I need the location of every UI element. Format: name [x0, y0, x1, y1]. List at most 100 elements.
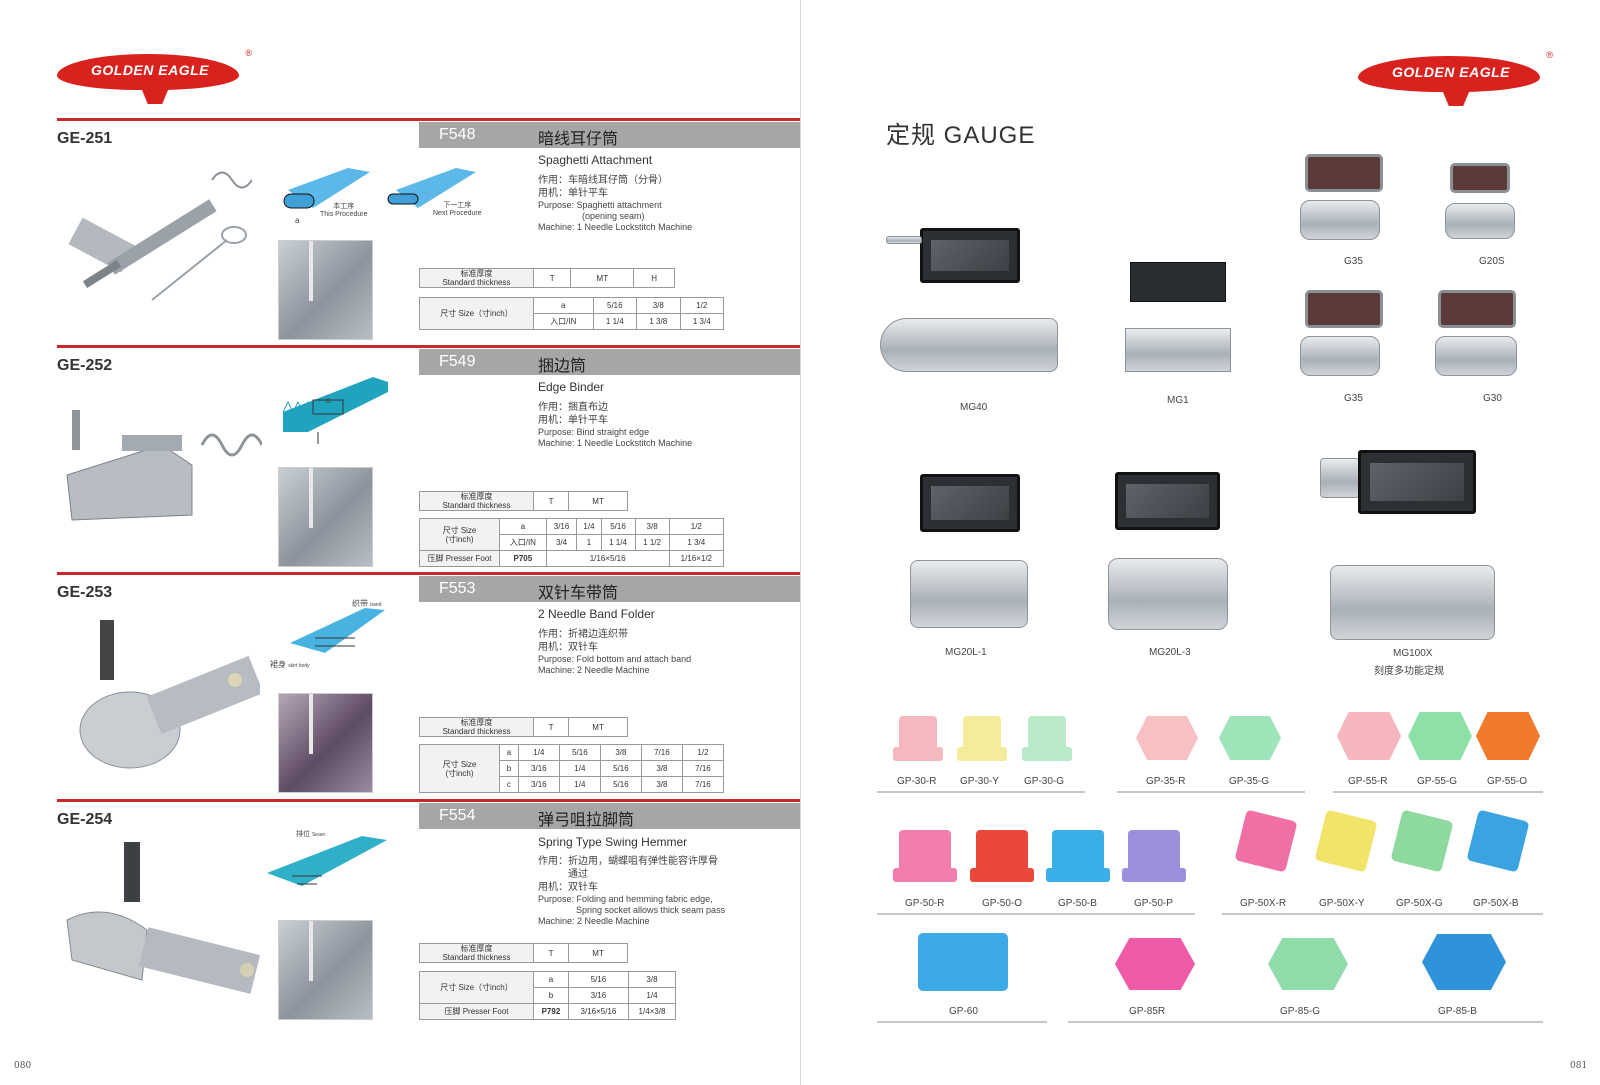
thickness-col: MT — [570, 268, 635, 288]
desc-line: 用机：单针平车 — [538, 188, 608, 199]
purpose-text: Purpose: Spaghetti attachment — [538, 200, 662, 210]
presser-foot-value: 1/16×1/2 — [668, 550, 725, 567]
size-key: a — [499, 744, 519, 761]
gp-55-r-tab — [1337, 712, 1401, 760]
binding-diagram — [282, 377, 388, 444]
sewing-photo — [278, 693, 373, 793]
gp-30-y-tab — [957, 716, 1007, 761]
product-description: 作用：折裙边连织带 用机：双针车 Purpose: Fold bottom an… — [538, 628, 691, 676]
gauge-label: G35 — [1344, 256, 1363, 267]
mg1-body — [1125, 328, 1231, 372]
thickness-col: T — [532, 268, 572, 288]
thickness-col: T — [532, 943, 570, 963]
presser-foot-value: 1/4×3/8 — [627, 1003, 677, 1020]
size-value: 1 1/4 — [592, 313, 638, 330]
size-label-cn: 尺寸 Size — [442, 525, 477, 535]
size-label-cn: 尺寸 Size — [442, 759, 477, 769]
dimension-label: a — [295, 216, 300, 225]
size-key: a — [533, 297, 594, 314]
product-name-en: Spaghetti Attachment — [538, 153, 653, 167]
tab-label: GP-50-O — [982, 898, 1023, 909]
purpose-text: Spring socket allows thick seam pass — [576, 905, 726, 915]
tab-label: GP-30-Y — [960, 776, 999, 787]
tab-label: GP-55-G — [1417, 776, 1458, 787]
group-underline — [877, 791, 1085, 793]
machine-text: Machine: 2 Needle Machine — [538, 916, 650, 926]
size-value: 3/8 — [627, 971, 677, 988]
size-value: 1/4 — [558, 760, 601, 777]
model-number: F549 — [439, 353, 476, 370]
diagram-label-cn: 排位 — [296, 831, 310, 838]
page-number: 080 — [14, 1061, 32, 1071]
tab-label: GP-50-R — [905, 898, 945, 909]
size-table: 尺寸 Size(寸inch) a 3/16 1/4 5/16 3/8 1/2 入… — [419, 518, 725, 567]
g35-body — [1300, 200, 1380, 240]
thickness-label-en: Standard thickness — [442, 953, 511, 962]
hem-diagram — [267, 836, 387, 886]
product-name-cn: 暗线耳仔筒 — [538, 131, 619, 148]
gauge-label: MG20L-1 — [945, 647, 987, 658]
tab-label: GP-35-G — [1229, 776, 1270, 787]
binder-photo — [66, 410, 262, 521]
thickness-label-cn: 标准厚度 — [460, 492, 493, 501]
size-value: 3/8 — [599, 744, 642, 761]
thickness-label-en: Standard thickness — [442, 727, 511, 736]
g35-magnet — [1305, 154, 1383, 192]
tab-label: GP-85R — [1129, 1006, 1166, 1017]
size-key: 入口/IN — [499, 534, 547, 551]
desc-line: 通过 — [568, 869, 588, 880]
desc-line: 用机：双针车 — [538, 642, 598, 653]
diagram-label-en: This Procedure — [320, 211, 368, 218]
size-value: 3/16 — [545, 518, 578, 535]
product-header-bar: F553 双针车带筒 — [419, 576, 800, 602]
desc-line: 作用：车暗线耳仔筒（分骨） — [538, 175, 668, 186]
diagram-label-en: skirt body — [288, 663, 310, 669]
page-number: 081 — [1570, 1061, 1588, 1071]
product-description: 作用：车暗线耳仔筒（分骨） 用机：单针平车 Purpose: Spaghetti… — [538, 174, 692, 233]
product-description: 作用：捆直布边 用机：单针平车 Purpose: Bind straight e… — [538, 401, 692, 449]
diagram-label: 下一工序 Next Procedure — [433, 202, 482, 218]
presser-foot-code: P792 — [533, 1003, 569, 1020]
thickness-col: MT — [568, 717, 628, 737]
product-name-cn: 捆边筒 — [538, 358, 587, 375]
mg100x-body — [1330, 565, 1495, 640]
gauge-label: MG100X — [1393, 648, 1433, 659]
diagram-label-en: Next Procedure — [433, 210, 482, 217]
g35-body — [1300, 336, 1380, 376]
gauge-label: G20S — [1479, 256, 1505, 267]
tab-label: GP-85-B — [1438, 1006, 1477, 1017]
tab-label: GP-30-R — [897, 776, 937, 787]
brand-name: GOLDEN EAGLE — [1391, 64, 1510, 80]
tab-label: GP-50-P — [1134, 898, 1173, 909]
diagram-label-cn: 下一工序 — [443, 202, 472, 209]
size-value: 1 3/8 — [636, 313, 681, 330]
diagram-label-cn: 裙身 — [270, 660, 286, 669]
section-divider — [57, 118, 800, 121]
mg20l1-magnet — [920, 474, 1020, 532]
size-label-en: (寸inch) — [445, 768, 474, 778]
product-code: GE-252 — [57, 357, 113, 374]
thickness-label-cn: 标准厚度 — [460, 944, 493, 953]
gp-30-r-tab — [893, 716, 943, 761]
thickness-col: H — [633, 268, 675, 288]
gp-60-tab — [918, 933, 1008, 991]
size-value: 1/4 — [558, 776, 601, 793]
presser-foot-value: 3/16×5/16 — [567, 1003, 629, 1020]
brand-logo: GOLDEN EAGLE ® — [57, 48, 252, 106]
size-value: 5/16 — [599, 760, 642, 777]
group-underline — [877, 1021, 1047, 1023]
tab-label: GP-30-G — [1024, 776, 1065, 787]
gauge-label: MG20L-3 — [1149, 647, 1191, 658]
diagram-label: 裙身 skirt body — [270, 659, 310, 670]
thickness-col: MT — [568, 943, 628, 963]
page-title: 定规 GAUGE — [886, 122, 1036, 149]
gauge-label: G35 — [1344, 393, 1363, 404]
group-underline — [1117, 791, 1305, 793]
mg100x-clamp — [1320, 458, 1360, 498]
size-table: 尺寸 Size（寸inch） a 5/16 3/8 1/2 入口/IN 1 1/… — [419, 297, 724, 330]
section-divider — [57, 572, 800, 575]
product-code: GE-254 — [57, 811, 113, 828]
